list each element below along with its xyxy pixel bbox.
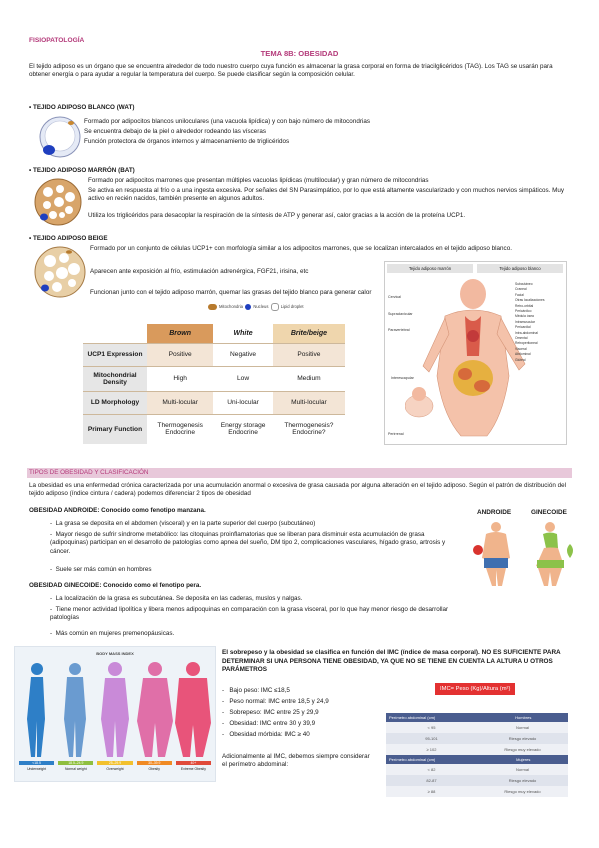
tissue-comparison-table: Brown White Brite/beige UCP1 Expression … — [83, 324, 345, 444]
android-item-3: - Suele ser más común en hombres — [50, 566, 152, 573]
row-label: Mitochondrial Density — [83, 366, 147, 391]
subject-label: FISIOPATOLOGÍA — [29, 37, 85, 44]
mitochondria-icon — [208, 304, 217, 310]
bmi-statement: El sobrepeso y la obesidad se clasifica … — [222, 649, 561, 674]
col-beige: Brite/beige — [272, 324, 345, 343]
beige-line-1: Formado por un conjunto de células UCP1+… — [90, 245, 512, 252]
beige-line-2: Aparecen ante exposición al frío, estimu… — [90, 268, 309, 275]
gynoid-item-1: - La localización de la grasa es subcutá… — [50, 595, 303, 602]
android-label: ANDROIDE — [477, 509, 512, 516]
beige-line-3: Funcionan junto con el tejido adiposo ma… — [90, 289, 372, 296]
body-shape-illustration — [473, 522, 573, 586]
bmi-formula: IMC= Peso (Kg)/Altura (m²) — [435, 683, 516, 695]
row-label: UCP1 Expression — [83, 343, 147, 366]
bmi-item-3: - Sobrepeso: IMC entre 25 y 29,9 — [222, 709, 319, 716]
intro-paragraph: El tejido adiposo es un órgano que se en… — [29, 63, 553, 79]
lipid-droplet-icon — [270, 303, 279, 311]
bat-line-1: Formado por adipocitos marrones que pres… — [88, 177, 429, 184]
pear-icon — [567, 544, 573, 558]
perimeter-text: Adicionalmente al IMC, debemos siempre c… — [222, 753, 370, 769]
adipose-body-figure: Tejido adiposo marrón Tejido adiposo bla… — [384, 261, 567, 445]
section-intro: La obesidad es una enfermedad crónica ca… — [29, 482, 566, 498]
col-brown: Brown — [147, 324, 214, 343]
apple-icon — [473, 545, 483, 555]
gynoid-item-2: - Tiene menor actividad lipolítica y lib… — [50, 606, 449, 622]
bat-heading: • TEJIDO ADIPOSO MARRÓN (BAT) — [29, 167, 135, 174]
perimeter-men-header: Perímetro abdominal (cm) Hombres — [386, 713, 568, 722]
wat-line-1: Formado por adipocitos blancos unilocula… — [84, 118, 370, 125]
section-heading: TIPOS DE OBESIDAD Y CLASIFICACIÓN — [29, 469, 149, 476]
wat-line-3: Función protectora de órganos internos y… — [84, 138, 290, 145]
page-title: TEMA 8B: OBESIDAD — [260, 49, 339, 58]
gynoid-label: GINECOIDE — [531, 509, 567, 516]
bat-line-3: Utiliza los triglicéridos para desacopla… — [88, 212, 466, 219]
android-heading: OBESIDAD ANDROIDE: Conocido como fenotip… — [29, 507, 206, 514]
android-item-2: - Mayor riesgo de sufrir síndrome metabó… — [50, 531, 446, 555]
section-band: TIPOS DE OBESIDAD Y CLASIFICACIÓN — [27, 468, 572, 478]
beige-adipocyte-icon — [33, 245, 87, 299]
gynoid-item-3: - Más común en mujeres premenopáusicas. — [50, 630, 175, 637]
row-label: LD Morphology — [83, 391, 147, 414]
android-item-1: - La grasa se deposita en el abdomen (vi… — [50, 520, 316, 527]
torso-illustration — [405, 279, 526, 437]
bat-line-2: Se activa en respuesta al frío o a una i… — [88, 187, 565, 203]
perimeter-women-header: Perímetro abdominal (cm) Mujeres — [386, 755, 568, 764]
row-label: Primary Function — [83, 414, 147, 444]
white-adipocyte-icon — [37, 114, 83, 160]
wat-heading: • TEJIDO ADIPOSO BLANCO (WAT) — [29, 104, 135, 111]
col-white: White — [233, 329, 253, 337]
brown-adipocyte-icon — [33, 177, 83, 227]
bmi-item-4: - Obesidad: IMC entre 30 y 39,9 — [222, 720, 316, 727]
bmi-item-1: - Bajo peso: IMC ≤18,5 — [222, 687, 290, 694]
cell-legend: Mitochondria Nucleus Lipid droplet — [208, 303, 304, 311]
bmi-item-2: - Peso normal: IMC entre 18,5 y 24,9 — [222, 698, 329, 705]
gynoid-heading: OBESIDAD GINECOIDE: Conocido como el fen… — [29, 582, 202, 589]
wat-line-2: Se encuentra debajo de la piel o alreded… — [84, 128, 267, 135]
bmi-silhouettes — [27, 662, 211, 757]
right-labels: Subcutáneo Craneal Facial Otras localiza… — [515, 282, 545, 362]
bmi-item-5: - Obesidad mórbida: IMC ≥ 40 — [222, 731, 310, 738]
beige-heading: • TEJIDO ADIPOSO BEIGE — [29, 235, 108, 242]
nucleus-icon — [245, 304, 252, 310]
